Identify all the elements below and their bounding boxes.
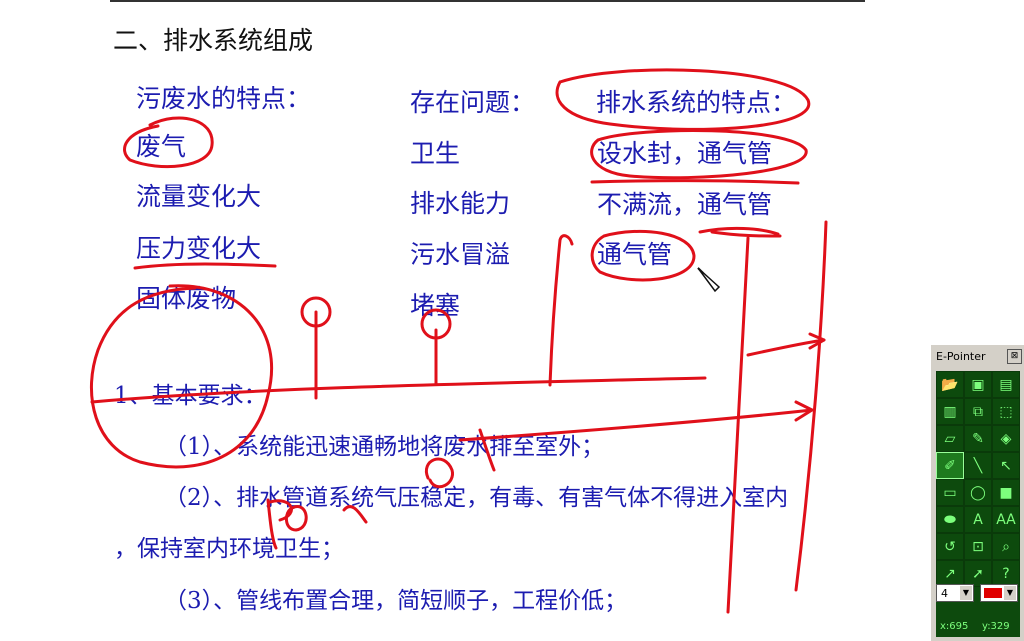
text-small-icon[interactable]: AA [992, 506, 1020, 533]
riser-left [726, 236, 750, 614]
col2-header: 存在问题： [410, 88, 536, 117]
slide-heading: 二、排水系统组成 [113, 26, 314, 55]
pen-cursor-icon [697, 267, 721, 293]
pen-size-select[interactable]: 4 ▼ [936, 584, 974, 602]
vent-right-arrow [746, 338, 826, 357]
col2-item: 排水能力 [410, 189, 511, 218]
lower-arrow [794, 400, 814, 422]
palette-close-button[interactable]: ⊠ [1007, 349, 1022, 364]
cursor-coordinates: x:695 y:329 [936, 617, 1020, 637]
vent-top [698, 226, 780, 236]
requirements-title: 1、基本要求： [114, 383, 267, 409]
pen-color-select[interactable]: ▼ [980, 584, 1018, 602]
palette-titlebar[interactable]: E-Pointer ⊠ [931, 345, 1024, 367]
fill-icon[interactable]: ◈ [992, 425, 1020, 452]
zoom-icon[interactable]: ⌕ [992, 533, 1020, 560]
requirement-2: （2）、排水管道系统气压稳定，有毒、有害气体不得进入室内 [164, 485, 789, 511]
col2-item: 堵塞 [410, 291, 461, 320]
chevron-down-icon: ▼ [1004, 586, 1016, 600]
copy-icon[interactable]: ⧉ [964, 398, 992, 425]
col2-item: 卫生 [410, 139, 461, 168]
col3-header: 排水系统的特点： [596, 88, 797, 117]
requirement-1: （1）、系统能迅速通畅地将废水排至室外； [164, 434, 605, 460]
palette-title: E-Pointer [936, 350, 986, 363]
pen-size-value: 4 [941, 587, 948, 600]
requirement-2-cont: ，保持室内环境卫生； [114, 536, 344, 562]
col3-item: 不满流，通气管 [597, 190, 773, 219]
requirement-3: （3）、管线布置合理，简短顺子，工程价低； [164, 588, 628, 614]
help-icon[interactable]: ? [992, 560, 1020, 587]
screenshot-icon[interactable]: ⊡ [964, 533, 992, 560]
col1-item: 固体废物 [136, 284, 237, 313]
text-icon[interactable]: A [964, 506, 992, 533]
cursor-icon[interactable]: ➚ [964, 560, 992, 587]
arrow-icon[interactable]: ↖ [992, 452, 1020, 479]
col3-item: 通气管 [597, 240, 673, 269]
col1-item: 废气 [136, 132, 187, 161]
print-icon[interactable]: ▥ [936, 398, 964, 425]
underline-yali [133, 262, 277, 270]
ellipse-icon[interactable]: ◯ [964, 479, 992, 506]
trap-1 [300, 296, 332, 328]
dropper-icon[interactable]: ✎ [964, 425, 992, 452]
riser-right [794, 220, 828, 592]
undo-icon[interactable]: ↺ [936, 533, 964, 560]
chevron-down-icon: ▼ [960, 586, 972, 600]
col1-header: 污废水的特点： [136, 84, 312, 113]
coord-x: x:695 [940, 621, 969, 632]
col3-item: 设水封，通气管 [597, 139, 773, 168]
stack-3 [548, 234, 574, 387]
top-rule [110, 0, 865, 2]
pen-icon[interactable]: ✐ [936, 452, 964, 479]
col2-item: 污水冒溢 [410, 240, 511, 269]
sketch-curl [424, 457, 454, 489]
save-icon[interactable]: ▣ [964, 371, 992, 398]
col1-item: 压力变化大 [136, 234, 262, 263]
underline-buman [590, 179, 800, 185]
underline-tongqi2 [710, 230, 782, 238]
coord-y: y:329 [982, 621, 1010, 632]
col1-item: 流量变化大 [136, 182, 262, 211]
rectangle-icon[interactable]: ▭ [936, 479, 964, 506]
pen-color-swatch [984, 588, 1002, 598]
filled-ellipse-icon[interactable]: ⬬ [936, 506, 964, 533]
vent-arrowhead [808, 332, 826, 350]
line-icon[interactable]: ╲ [964, 452, 992, 479]
open-icon[interactable]: 📂 [936, 371, 964, 398]
screen-icon[interactable]: ▤ [992, 371, 1020, 398]
eraser-icon[interactable]: ▱ [936, 425, 964, 452]
select-icon[interactable]: ⬚ [992, 398, 1020, 425]
filled-rect-icon[interactable]: ■ [992, 479, 1020, 506]
pointer-icon[interactable]: ↗ [936, 560, 964, 587]
